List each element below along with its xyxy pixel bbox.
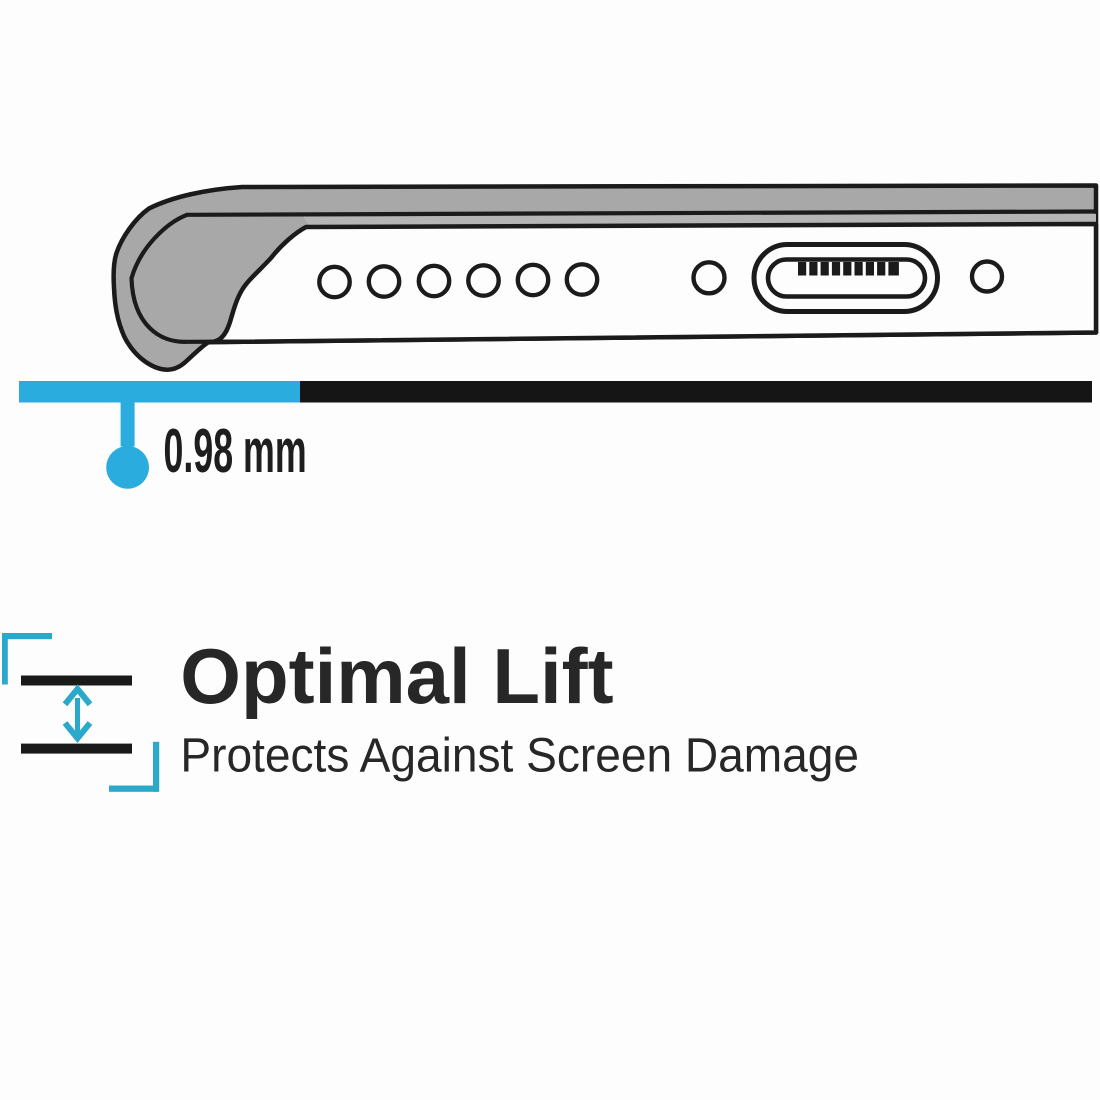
svg-text:0.98 mm: 0.98 mm <box>164 416 307 486</box>
svg-text:Optimal Lift: Optimal Lift <box>180 632 613 720</box>
svg-text:Protects Against Screen Damage: Protects Against Screen Damage <box>180 728 859 782</box>
